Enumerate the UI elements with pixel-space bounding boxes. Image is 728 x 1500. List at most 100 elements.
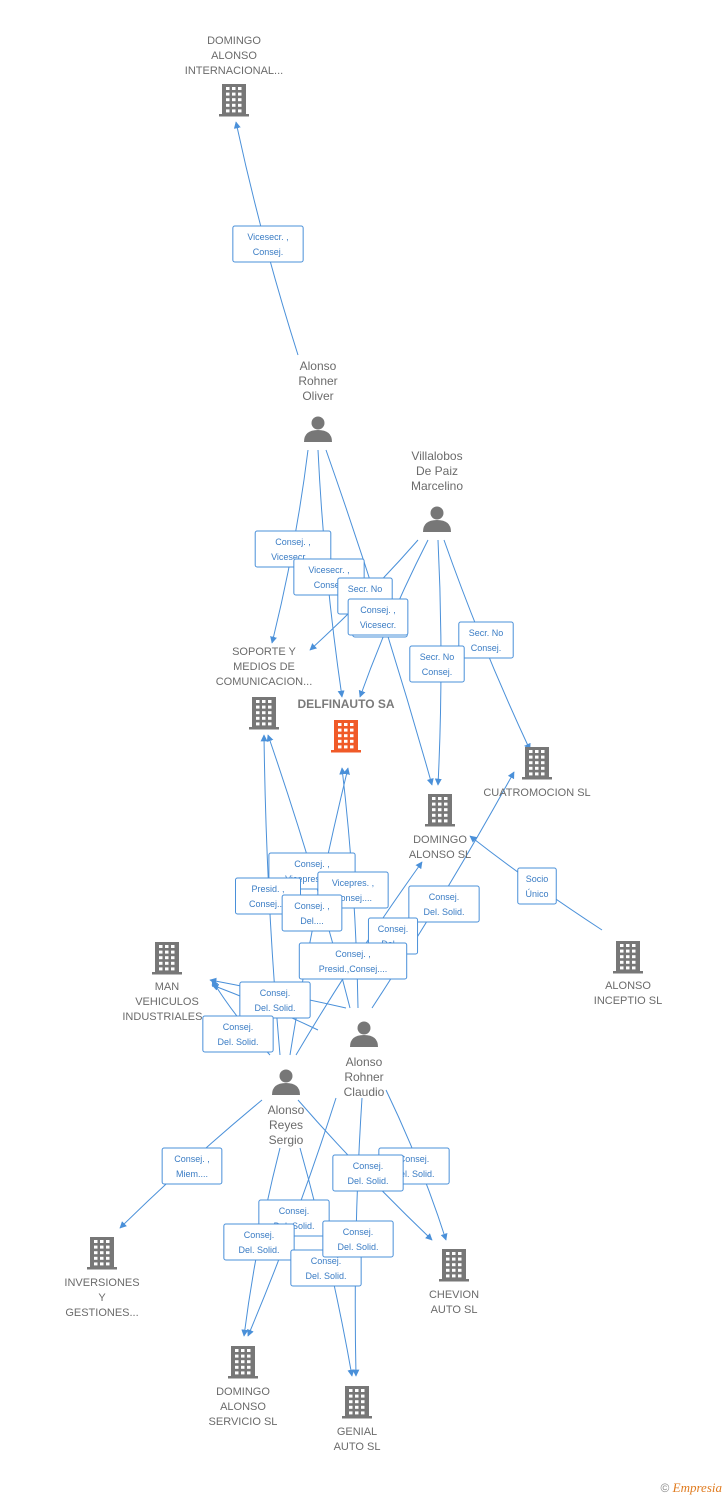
edge-label[interactable]: Consej. Del. Solid. xyxy=(322,1220,394,1258)
edge-label-text: Del. Solid. xyxy=(238,1245,279,1255)
edge-label[interactable]: Consej.Del. Solid. xyxy=(332,1154,404,1192)
building-icon xyxy=(522,747,552,780)
node-label: DOMINGO xyxy=(207,35,261,47)
edge-label-text: Consej. xyxy=(378,924,409,934)
node-dss[interactable]: DOMINGO ALONSO SERVICIO SL xyxy=(209,1346,278,1428)
node-label: Rohner xyxy=(298,374,337,388)
building-icon xyxy=(249,697,279,730)
node-label: GENIAL xyxy=(337,1426,377,1438)
edge-label-text: Consej. xyxy=(279,1206,310,1216)
edge-label-text: Miem.... xyxy=(176,1169,208,1179)
edge-label-box xyxy=(409,645,465,683)
edge-label-text: Del. Solid. xyxy=(305,1271,346,1281)
edge-label-text: Secr. No xyxy=(348,584,383,594)
node-man[interactable]: MANVEHICULOSINDUSTRIALES... xyxy=(122,942,212,1023)
brand-logo-text: Empresia xyxy=(672,1480,722,1495)
edge-label-text: Secr. No xyxy=(420,652,455,662)
footer-brand[interactable]: © Empresia xyxy=(660,1480,722,1496)
node-label: Alonso xyxy=(346,1055,383,1069)
node-label: GESTIONES... xyxy=(65,1307,138,1319)
node-label: Oliver xyxy=(302,389,333,403)
edge-label[interactable]: Vicesecr. ,Consej. xyxy=(232,225,304,263)
edge-label-text: Consej. , xyxy=(174,1154,210,1164)
node-label: Claudio xyxy=(344,1085,385,1099)
edge-label[interactable]: Consej. ,Vicesecr. xyxy=(347,598,409,636)
building-icon xyxy=(219,84,249,117)
edge-label-text: Del. Solid. xyxy=(423,907,464,917)
edge-label-box xyxy=(458,621,514,659)
person-icon xyxy=(272,1069,300,1095)
node-label: SERVICIO SL xyxy=(209,1416,278,1428)
person-icon xyxy=(350,1021,378,1047)
edge-label-text: Único xyxy=(525,889,548,899)
edge-label-text: Del. Solid. xyxy=(337,1242,378,1252)
edge-labels-layer: Vicesecr. ,Consej.Consej. ,Vicesecr....V… xyxy=(161,225,557,1287)
edge-label-text: Consej. xyxy=(244,1230,275,1240)
node-label: DELFINAUTO SA xyxy=(297,697,394,711)
building-icon xyxy=(342,1386,372,1419)
node-label: ALONSO xyxy=(220,1401,266,1413)
node-label: Rohner xyxy=(344,1070,383,1084)
edge-label-text: Vicesecr. , xyxy=(308,565,349,575)
edge-label[interactable]: Consej.Del. Solid. xyxy=(408,885,480,923)
edge-label-text: Del. Solid. xyxy=(254,1003,295,1013)
edge-label-text: Consej.... xyxy=(249,899,287,909)
edge-label[interactable]: Consej. ,Del.... xyxy=(281,894,343,932)
nodes-layer: DOMINGOALONSOINTERNACIONAL...AlonsoRohne… xyxy=(64,35,662,1453)
node-label: De Paiz xyxy=(416,464,458,478)
edge-label-text: Consej. xyxy=(260,988,291,998)
edge-label[interactable]: Consej.Del. Solid. xyxy=(202,1015,274,1053)
node-label: DOMINGO xyxy=(216,1386,270,1398)
edge-label[interactable]: Consej. , Miem.... xyxy=(161,1147,223,1185)
edge-label-box xyxy=(232,225,304,263)
edge-label[interactable]: Consej. ,Vicesecr.... xyxy=(254,530,332,568)
node-label: SOPORTE Y xyxy=(232,646,296,658)
edge-label-text: Del. Solid. xyxy=(347,1176,388,1186)
person-icon xyxy=(423,506,451,532)
edge-label-box xyxy=(239,981,311,1019)
node-label: Marcelino xyxy=(411,479,463,493)
edge-label-box xyxy=(281,894,343,932)
node-del[interactable]: DELFINAUTO SA xyxy=(297,697,395,753)
node-dai[interactable]: DOMINGOALONSOINTERNACIONAL... xyxy=(185,35,283,117)
node-label: MEDIOS DE xyxy=(233,661,295,673)
edge-label[interactable]: Consej. Del. Solid. xyxy=(223,1223,295,1261)
edge-label-text: Presid. , xyxy=(251,884,284,894)
edge-label[interactable]: Consej. ,Presid.,Consej.... xyxy=(298,942,408,980)
edge-label-box xyxy=(347,598,409,636)
node-inv[interactable]: INVERSIONESYGESTIONES... xyxy=(64,1237,140,1319)
edge-label-text: Secr. No xyxy=(469,628,504,638)
edge-label-text: Consej. xyxy=(343,1227,374,1237)
edge-label-text: Socio xyxy=(526,874,549,884)
edge-label-text: Consej. , xyxy=(275,537,311,547)
edge-label[interactable]: Consej. Del. Solid. xyxy=(239,981,311,1019)
edge-label-box xyxy=(202,1015,274,1053)
building-icon xyxy=(87,1237,117,1270)
node-label: Sergio xyxy=(269,1133,304,1147)
node-label: AUTO SL xyxy=(334,1441,381,1453)
node-label: Alonso xyxy=(300,359,337,373)
edge-label-box xyxy=(161,1147,223,1185)
building-icon xyxy=(439,1249,469,1282)
edge-label-box xyxy=(517,867,557,905)
building-icon xyxy=(228,1346,258,1379)
node-label: INDUSTRIALES... xyxy=(122,1011,211,1023)
node-cua[interactable]: CUATROMOCION SL xyxy=(483,747,591,799)
node-label: ALONSO xyxy=(605,980,651,992)
edge-label-box xyxy=(408,885,480,923)
node-label: CHEVION xyxy=(429,1289,479,1301)
node-gen[interactable]: GENIAL AUTO SL xyxy=(334,1386,381,1453)
edge-label-text: Presid.,Consej.... xyxy=(319,964,388,974)
